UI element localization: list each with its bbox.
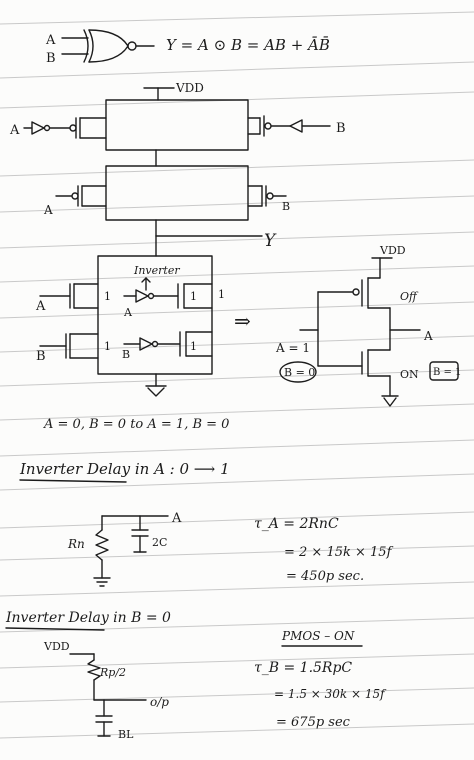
node-mark-5: 1 — [190, 340, 197, 353]
pullup-input-a: A — [9, 123, 20, 138]
delay-a-resistor: Rn — [67, 537, 85, 551]
off-label: Off — [400, 290, 419, 303]
delay-b-cap: BL — [118, 728, 134, 741]
pulldown-input-b: B — [36, 349, 46, 364]
pullup-vdd-label: VDD — [175, 81, 204, 95]
under-inverter-a: A — [123, 306, 133, 319]
delay-b-heading-underline — [5, 627, 105, 631]
delay-b-heading: Inverter Delay in B = 0 — [5, 610, 171, 626]
pullup-lower-input-a: A — [43, 203, 53, 217]
implies-arrow: ⇒ — [234, 309, 251, 333]
delay-a-substitution: = 2 × 15k × 15f — [284, 545, 394, 560]
node-mark-1: 1 — [104, 290, 111, 303]
xnor-gate-symbol — [61, 29, 155, 63]
delay-a-node: A — [171, 511, 182, 526]
delay-a-formula: τ_A = 2RnC — [254, 516, 339, 532]
b-equals-1: B = 1 — [433, 367, 461, 378]
pullup-input-b: B — [336, 121, 346, 136]
circuit-output-y: Y — [264, 231, 277, 251]
xnor-equation: Y = A ⊙ B = AB + ĀB̄ — [166, 36, 330, 54]
under-inverter-b: B — [122, 348, 130, 361]
delay-b-circuit — [69, 653, 147, 737]
pulldown-network — [39, 235, 213, 397]
node-mark-2: 1 — [190, 290, 197, 303]
b-equals-0: B = 0 — [284, 366, 315, 379]
ruled-lines — [0, 11, 474, 739]
delay-b-resistor: Rp/2 — [99, 666, 126, 679]
pullup-lower-input-b: B — [282, 200, 290, 213]
delay-b-result: = 675p sec — [276, 715, 351, 730]
equivalent-circuit — [279, 257, 459, 407]
equiv-vdd-label: VDD — [379, 244, 406, 257]
delay-b-vdd: VDD — [43, 640, 70, 653]
inverter-label: Inverter — [133, 264, 180, 277]
transition-note: A = 0, B = 0 to A = 1, B = 0 — [43, 417, 229, 432]
delay-a-heading: Inverter Delay in A : 0 ⟶ 1 — [19, 460, 230, 478]
delay-b-substitution: = 1.5 × 30k × 15f — [274, 687, 387, 701]
delay-a-cap: 2C — [152, 536, 167, 549]
xor-input-a: A — [45, 33, 56, 48]
pmos-on-label: PMOS – ON — [281, 629, 355, 643]
delay-a-circuit — [93, 515, 169, 587]
node-mark-3: 1 — [218, 288, 225, 301]
delay-b-formula: τ_B = 1.5RpC — [254, 660, 352, 676]
on-label: ON — [400, 368, 419, 381]
cmos-pullup-network — [23, 87, 331, 237]
equiv-output-a: A — [423, 329, 433, 343]
a-equals-1: A = 1 — [275, 341, 310, 355]
xor-input-b: B — [46, 51, 56, 66]
pulldown-input-a: A — [35, 299, 46, 314]
delay-a-result: = 450p sec. — [286, 569, 364, 584]
delay-a-heading-underline — [19, 479, 127, 483]
delay-b-output: o/p — [150, 695, 169, 709]
node-mark-4: 1 — [104, 340, 111, 353]
